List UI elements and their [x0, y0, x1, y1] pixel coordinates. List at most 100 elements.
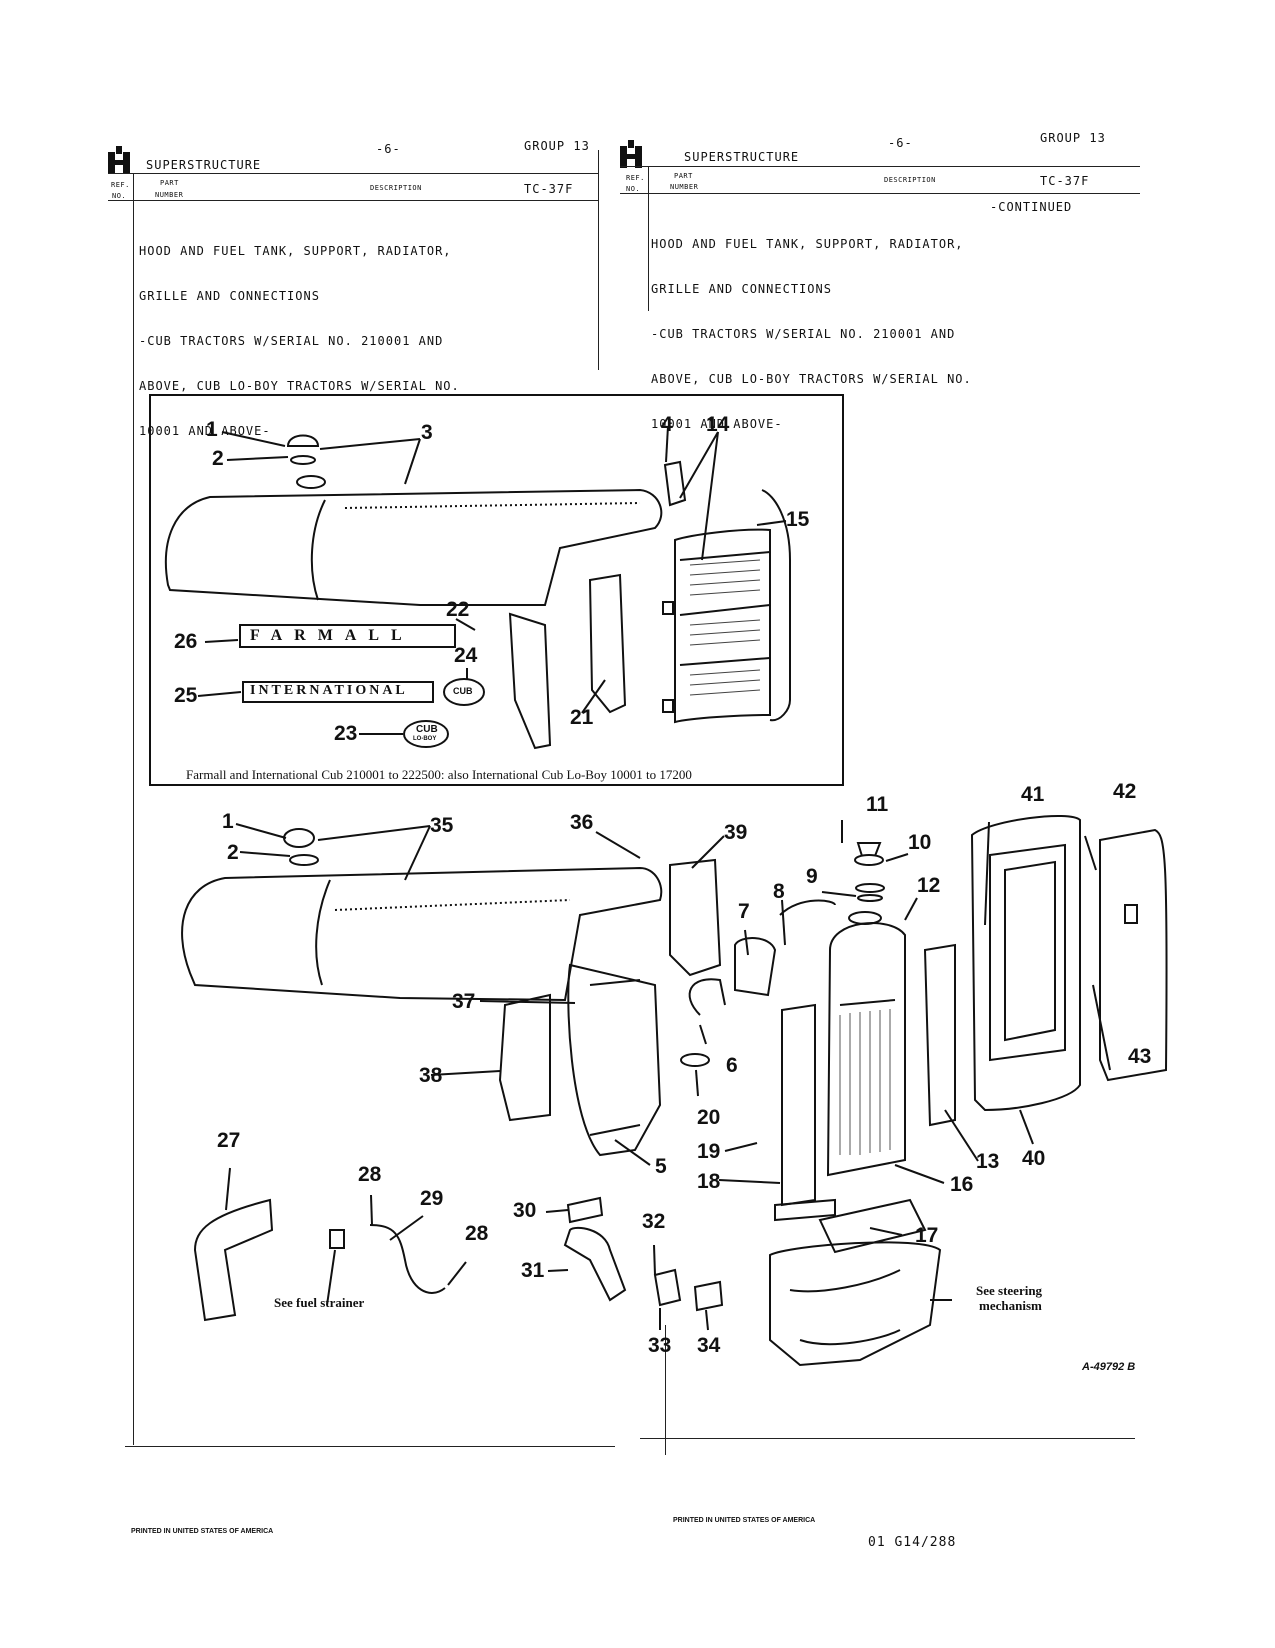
right-col-description: DESCRIPTION	[884, 176, 936, 184]
callout-18: 18	[697, 1170, 721, 1193]
left-footer-printed: PRINTED IN UNITED STATES OF AMERICA	[131, 1528, 274, 1535]
fan-shroud	[567, 963, 662, 1157]
callout-17: 17	[915, 1224, 939, 1247]
emblem-farmall: FARMALL	[250, 627, 414, 644]
left-body-line: ABOVE, CUB LO-BOY TRACTORS W/SERIAL NO.	[139, 379, 460, 393]
right-body-line: 10001 AND ABOVE-	[651, 417, 783, 431]
callout-10: 10	[908, 831, 932, 854]
callout-27: 27	[217, 1129, 241, 1152]
left-col-part: PART	[160, 179, 179, 187]
callout-3: 3	[421, 421, 433, 444]
left-col-divider	[133, 173, 134, 1445]
left-col-divider-right	[598, 150, 599, 370]
left-header-rule-bottom	[108, 200, 598, 201]
callout-23: 23	[334, 722, 358, 745]
callout-36: 36	[570, 811, 594, 834]
callout-11: 11	[866, 793, 889, 816]
right-ih-logo	[620, 140, 646, 170]
gasket	[818, 1198, 927, 1254]
radiator-cap	[854, 842, 885, 902]
callout-22: 22	[446, 598, 470, 621]
emblem-international-plate	[242, 681, 434, 703]
left-body: HOOD AND FUEL TANK, SUPPORT, RADIATOR, G…	[139, 214, 460, 454]
left-header-rule-top	[108, 173, 598, 174]
callout-16: 16	[950, 1173, 974, 1196]
hoses	[680, 899, 836, 1067]
right-continued: -CONTINUED	[990, 200, 1073, 214]
callout-29: 29	[420, 1187, 444, 1210]
callout-42: 42	[1113, 780, 1137, 803]
inset-frame	[149, 394, 844, 786]
callout-2: 2	[212, 447, 224, 470]
badge-cub: CUB	[453, 686, 473, 696]
right-col-ref: REF.	[626, 174, 645, 182]
callout-2-lower: 2	[227, 841, 239, 864]
right-col-divider	[648, 166, 649, 311]
front-bracket	[193, 1198, 274, 1322]
leader-arrows	[225, 820, 1111, 1331]
inset-fuel-cap	[286, 434, 320, 465]
left-col-no: NO.	[112, 192, 127, 200]
right-header-rule-top	[620, 166, 1140, 167]
note-steering-line: mechanism	[979, 1298, 1042, 1313]
callout-6: 6	[726, 1054, 738, 1077]
right-body-line: -CUB TRACTORS W/SERIAL NO. 210001 AND	[651, 327, 956, 341]
right-footer-printed: PRINTED IN UNITED STATES OF AMERICA	[673, 1517, 816, 1524]
callout-4: 4	[661, 413, 673, 436]
callout-30: 30	[513, 1199, 537, 1222]
right-footer-rule	[640, 1438, 1135, 1439]
drawing-number: A-49792 B	[1082, 1361, 1136, 1373]
callout-5: 5	[655, 1155, 667, 1178]
callout-43: 43	[1128, 1045, 1152, 1068]
left-group: GROUP 13	[524, 139, 590, 153]
callout-14: 14	[706, 413, 730, 436]
callout-19: 19	[697, 1140, 721, 1163]
callout-12: 12	[917, 874, 941, 897]
callout-37: 37	[452, 990, 476, 1013]
left-col-ref: REF.	[111, 181, 130, 189]
right-code: TC-37F	[1040, 174, 1090, 188]
left-col-number: NUMBER	[155, 191, 184, 199]
inset-grille	[662, 489, 791, 724]
callout-25: 25	[174, 684, 198, 707]
left-body-line: HOOD AND FUEL TANK, SUPPORT, RADIATOR,	[139, 244, 452, 258]
left-code: TC-37F	[524, 182, 574, 196]
callout-24: 24	[454, 644, 478, 667]
inset-leader-arrows	[197, 425, 787, 735]
callout-1: 1	[206, 418, 218, 441]
grille-screen	[1099, 828, 1168, 1082]
callout-8: 8	[773, 880, 785, 903]
callout-1-lower: 1	[222, 810, 234, 833]
left-page-number: -6-	[376, 142, 401, 156]
radiator-core-fins	[839, 1009, 891, 1155]
left-section-title: SUPERSTRUCTURE	[146, 158, 262, 172]
callout-33: 33	[648, 1334, 672, 1357]
right-body-line: GRILLE AND CONNECTIONS	[651, 282, 832, 296]
right-body-line: ABOVE, CUB LO-BOY TRACTORS W/SERIAL NO.	[651, 372, 972, 386]
left-body-line: GRILLE AND CONNECTIONS	[139, 289, 320, 303]
callout-26: 26	[174, 630, 198, 653]
badge-cub-loboy-sub: LO-BOY	[413, 736, 437, 742]
emblem-international: INTERNATIONAL	[250, 683, 408, 698]
note-fuel-strainer: See fuel strainer	[274, 1295, 365, 1310]
exhaust-parts	[563, 1196, 724, 1312]
right-col-part: PART	[674, 172, 693, 180]
right-col-no: NO.	[626, 185, 641, 193]
right-col-number: NUMBER	[670, 183, 699, 191]
right-page-number: -6-	[888, 136, 913, 150]
left-body-line: -CUB TRACTORS W/SERIAL NO. 210001 AND	[139, 334, 444, 348]
page-code: 01 G14/288	[868, 1535, 957, 1550]
emblem-farmall-plate	[239, 624, 456, 648]
note-steering: See steering mechanism	[976, 1283, 1042, 1313]
right-body: HOOD AND FUEL TANK, SUPPORT, RADIATOR, G…	[651, 207, 972, 447]
callout-21: 21	[570, 706, 594, 729]
callout-38: 38	[419, 1064, 443, 1087]
callout-20: 20	[697, 1106, 721, 1129]
hood-assembly	[181, 828, 663, 1002]
inset-grille-mesh	[689, 559, 761, 696]
inset-hood	[164, 475, 663, 606]
callout-32: 32	[642, 1210, 666, 1233]
inset-side-panels	[508, 573, 627, 750]
inset-caption: Farmall and International Cub 210001 to …	[186, 767, 692, 782]
right-col-divider-lower	[665, 1325, 666, 1455]
